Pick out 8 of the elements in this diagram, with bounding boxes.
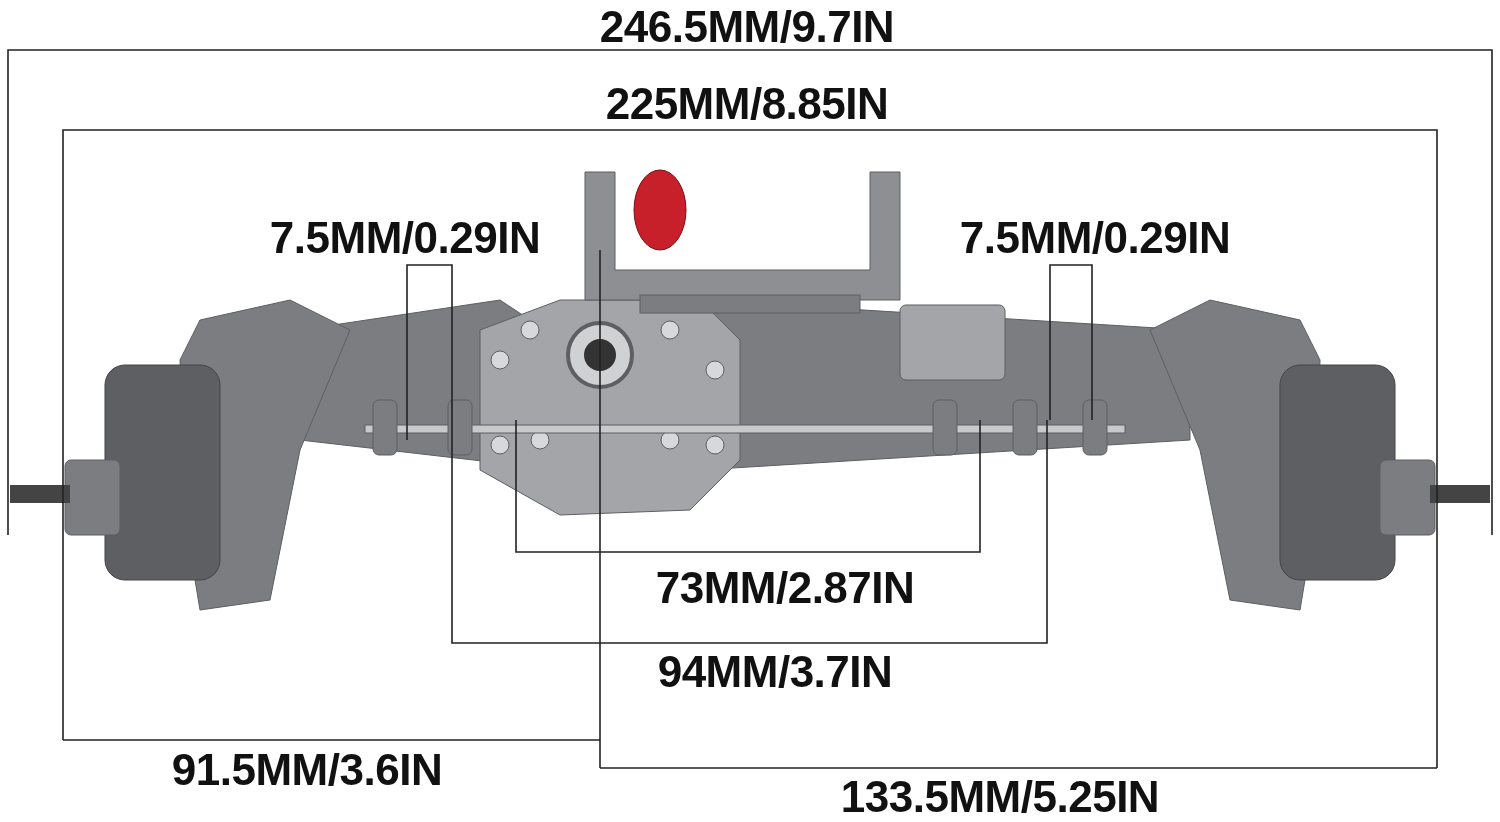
dimension-label: 94MM/3.7IN [657, 650, 893, 694]
dimension-label: 73MM/2.87IN [655, 566, 915, 610]
dimension-label: 7.5MM/0.29IN [269, 216, 541, 260]
dimension-label: 91.5MM/3.6IN [171, 748, 443, 792]
dimension-label: 133.5MM/5.25IN [840, 775, 1160, 819]
dimension-label: 246.5MM/9.7IN [599, 5, 895, 49]
dimension-label: 225MM/8.85IN [605, 82, 889, 126]
dimension-label: 7.5MM/0.29IN [959, 216, 1231, 260]
